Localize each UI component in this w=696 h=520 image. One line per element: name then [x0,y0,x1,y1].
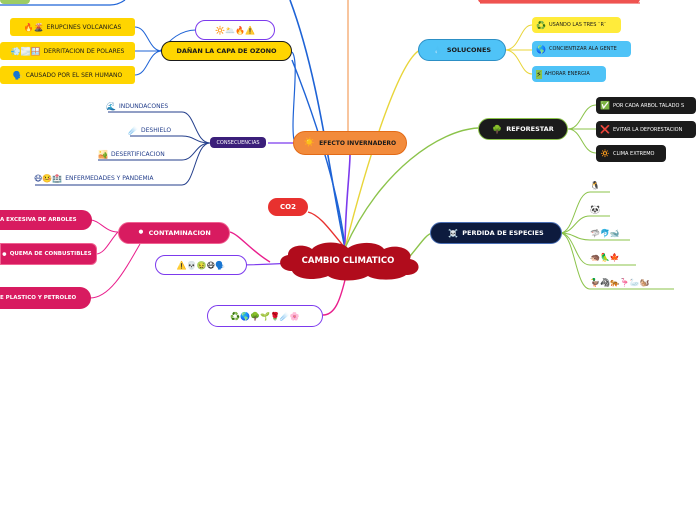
perdida-item-forest[interactable]: 🦔🦜🍁 [590,251,636,264]
tree-icon: 🌳 [492,124,503,134]
illness-icons: 😷🤒🏥 [34,174,63,183]
volcano-icon: 🔥🌋 [23,22,44,32]
perdida-item-penguin[interactable]: 🐧 [590,179,612,191]
speaking-head-icon: 🗣️ [12,70,23,80]
efecto-label: EFECTO INVERNADERO [319,139,397,147]
capa-item-label: DERRITACION DE POLARES [43,47,125,55]
perdida-item-wildlife[interactable]: 🦆🦓🐅🦩🦢🐿️ [590,276,674,289]
penguin-icon: 🐧 [590,180,600,190]
consecuencia-item-enfermedades[interactable]: 😷🤒🏥 ENFERMEDADES Y PANDEMIA [34,172,186,185]
central-topic[interactable]: CAMBIO CLIMATICO [272,241,424,281]
black-circle-icon: ⚫ [137,228,145,238]
check-icon: ✅ [600,101,610,110]
consecuencia-item-deshielo[interactable]: ☄️ DESHIELO [128,124,188,136]
bottom-emoji-box[interactable]: ♻️🌎🌳🌱🌹☄️🌸 [207,305,323,327]
consecuencia-item-desertificacion[interactable]: 🏜️ DESERTIFICACION [98,148,188,160]
globe-icon: 🌎 [536,44,546,54]
central-topic-label: CAMBIO CLIMATICO [301,256,395,266]
soluciones-node[interactable]: 💧 SOLUCONES [418,39,506,61]
contaminacion-item-plastico[interactable]: E PLASTICO Y PETROLEO [0,287,91,309]
consecuencias-node[interactable]: CONSECUENCIAS [210,137,266,148]
capa-item-erupciones[interactable]: 🔥🌋 ERUPCINES VOLCANICAS [10,18,135,36]
reforestar-node[interactable]: 🌳 REFORESTAR [478,118,568,140]
capa-item-polares[interactable]: 💨🌫️🪟 DERRITACION DE POLARES [0,42,135,60]
wave-icon: 🌊 [106,101,116,111]
contaminacion-item-combustibles[interactable]: ⚫ QUEMA DE CONBUSTIBLES [0,243,97,265]
capa-item-label: CAUSADO POR EL SER HUMANO [25,71,123,79]
consecuencia-label: INDUNDACONES [118,102,169,110]
consecuencia-label: DESHIELO [140,126,172,134]
reforestar-item-por-cada-arbol[interactable]: ✅ POR CADA ARBOL TALADO S [596,97,696,114]
comet-icon: ☄️ [128,125,138,135]
soluciones-label: SOLUCONES [446,46,492,54]
capa-ozono-node[interactable]: DAÑAN LA CAPA DE OZONO [161,41,292,61]
contaminacion-emojis: ⚠️💀🤢😷🗣️ [176,260,226,270]
forest-animals-icons: 🦔🦜🍁 [590,253,620,262]
reforestar-item-label: POR CADA ARBOL TALADO S [612,102,685,109]
contaminacion-item-label: E PLASTICO Y PETROLEO [0,295,77,301]
contaminacion-item-label: A EXCESIVA DE ARBOLES [0,217,77,223]
perdida-item-marine[interactable]: 🦈🐬🐋 [590,227,632,239]
lightning-icon: ⚡ [536,69,542,79]
solucion-item-tres-r[interactable]: ♻️ USANDO LAS TRES ¨R¨ [532,17,621,33]
desert-icon: 🏜️ [98,149,108,159]
solucion-item-label: USANDO LAS TRES ¨R¨ [548,22,607,28]
solucion-item-energia[interactable]: ⚡ AHORAR ENERGIA [532,66,606,82]
dim-sun-icon: 🔅 [600,149,610,158]
consecuencia-label: DESERTIFICACION [110,150,165,158]
co2-node[interactable]: CO2 [268,198,308,216]
reforestar-item-label: CLIMA EXTREMO [612,150,655,157]
nature-emojis: ♻️🌎🌳🌱🌹☄️🌸 [230,311,300,321]
sun-icon: ☀️ [303,138,316,148]
panda-icon: 🐼 [590,204,600,214]
contaminacion-node[interactable]: ⚫ CONTAMINACION [118,222,230,244]
contaminacion-emoji-box[interactable]: ⚠️💀🤢😷🗣️ [155,255,247,275]
wind-icon: 💨🌫️🪟 [10,46,41,56]
capa-item-label: ERUPCINES VOLCANICAS [46,23,122,31]
capa-emojis: 🔆🌥️🔥⚠️ [215,25,255,35]
perdida-label: PERDIDA DE ESPECIES [462,229,544,237]
contaminacion-item-label: QUEMA DE CONBUSTIBLES [9,251,92,257]
perdida-item-panda[interactable]: 🐼 [590,203,612,215]
capa-emoji-box[interactable]: 🔆🌥️🔥⚠️ [195,20,275,40]
cross-icon: ❌ [600,125,610,134]
consecuencia-item-inundaciones[interactable]: 🌊 INDUNDACONES [106,100,186,112]
reforestar-item-clima[interactable]: 🔅 CLIMA EXTREMO [596,145,666,162]
contaminacion-label: CONTAMINACION [148,229,211,237]
marine-animals-icons: 🦈🐬🐋 [590,228,620,238]
top-partial-node-left[interactable] [0,0,30,4]
top-partial-node-right[interactable] [478,0,640,3]
solucion-item-label: CONCIENTIZAR ALA GENTE [548,46,617,52]
capa-ozono-label: DAÑAN LA CAPA DE OZONO [176,47,277,55]
consecuencia-label: ENFERMEDADES Y PANDEMIA [65,175,154,182]
efecto-invernadero-node[interactable]: ☀️ EFECTO INVERNADERO [293,131,407,155]
skull-icon: ☠️ [448,228,459,238]
reforestar-label: REFORESTAR [506,125,554,133]
contaminacion-item-arboles[interactable]: A EXCESIVA DE ARBOLES [0,210,92,230]
perdida-especies-node[interactable]: ☠️ PERDIDA DE ESPECIES [430,222,562,244]
black-circle-icon: ⚫ [1,249,8,259]
consecuencias-label: CONSECUENCIAS [216,139,260,146]
reforestar-item-deforestacion[interactable]: ❌ EVITAR LA DEFORESTACION [596,121,696,138]
capa-item-humano[interactable]: 🗣️ CAUSADO POR EL SER HUMANO [0,66,135,84]
solucion-item-concientizar[interactable]: 🌎 CONCIENTIZAR ALA GENTE [532,41,631,57]
cloud-shape [280,242,419,281]
reforestar-item-label: EVITAR LA DEFORESTACION [612,126,683,133]
recycle-icon: ♻️ [536,20,546,30]
solucion-item-label: AHORAR ENERGIA [544,71,590,77]
co2-label: CO2 [280,203,296,211]
droplet-icon: 💧 [432,45,443,55]
wildlife-icons: 🦆🦓🐅🦩🦢🐿️ [590,278,650,287]
